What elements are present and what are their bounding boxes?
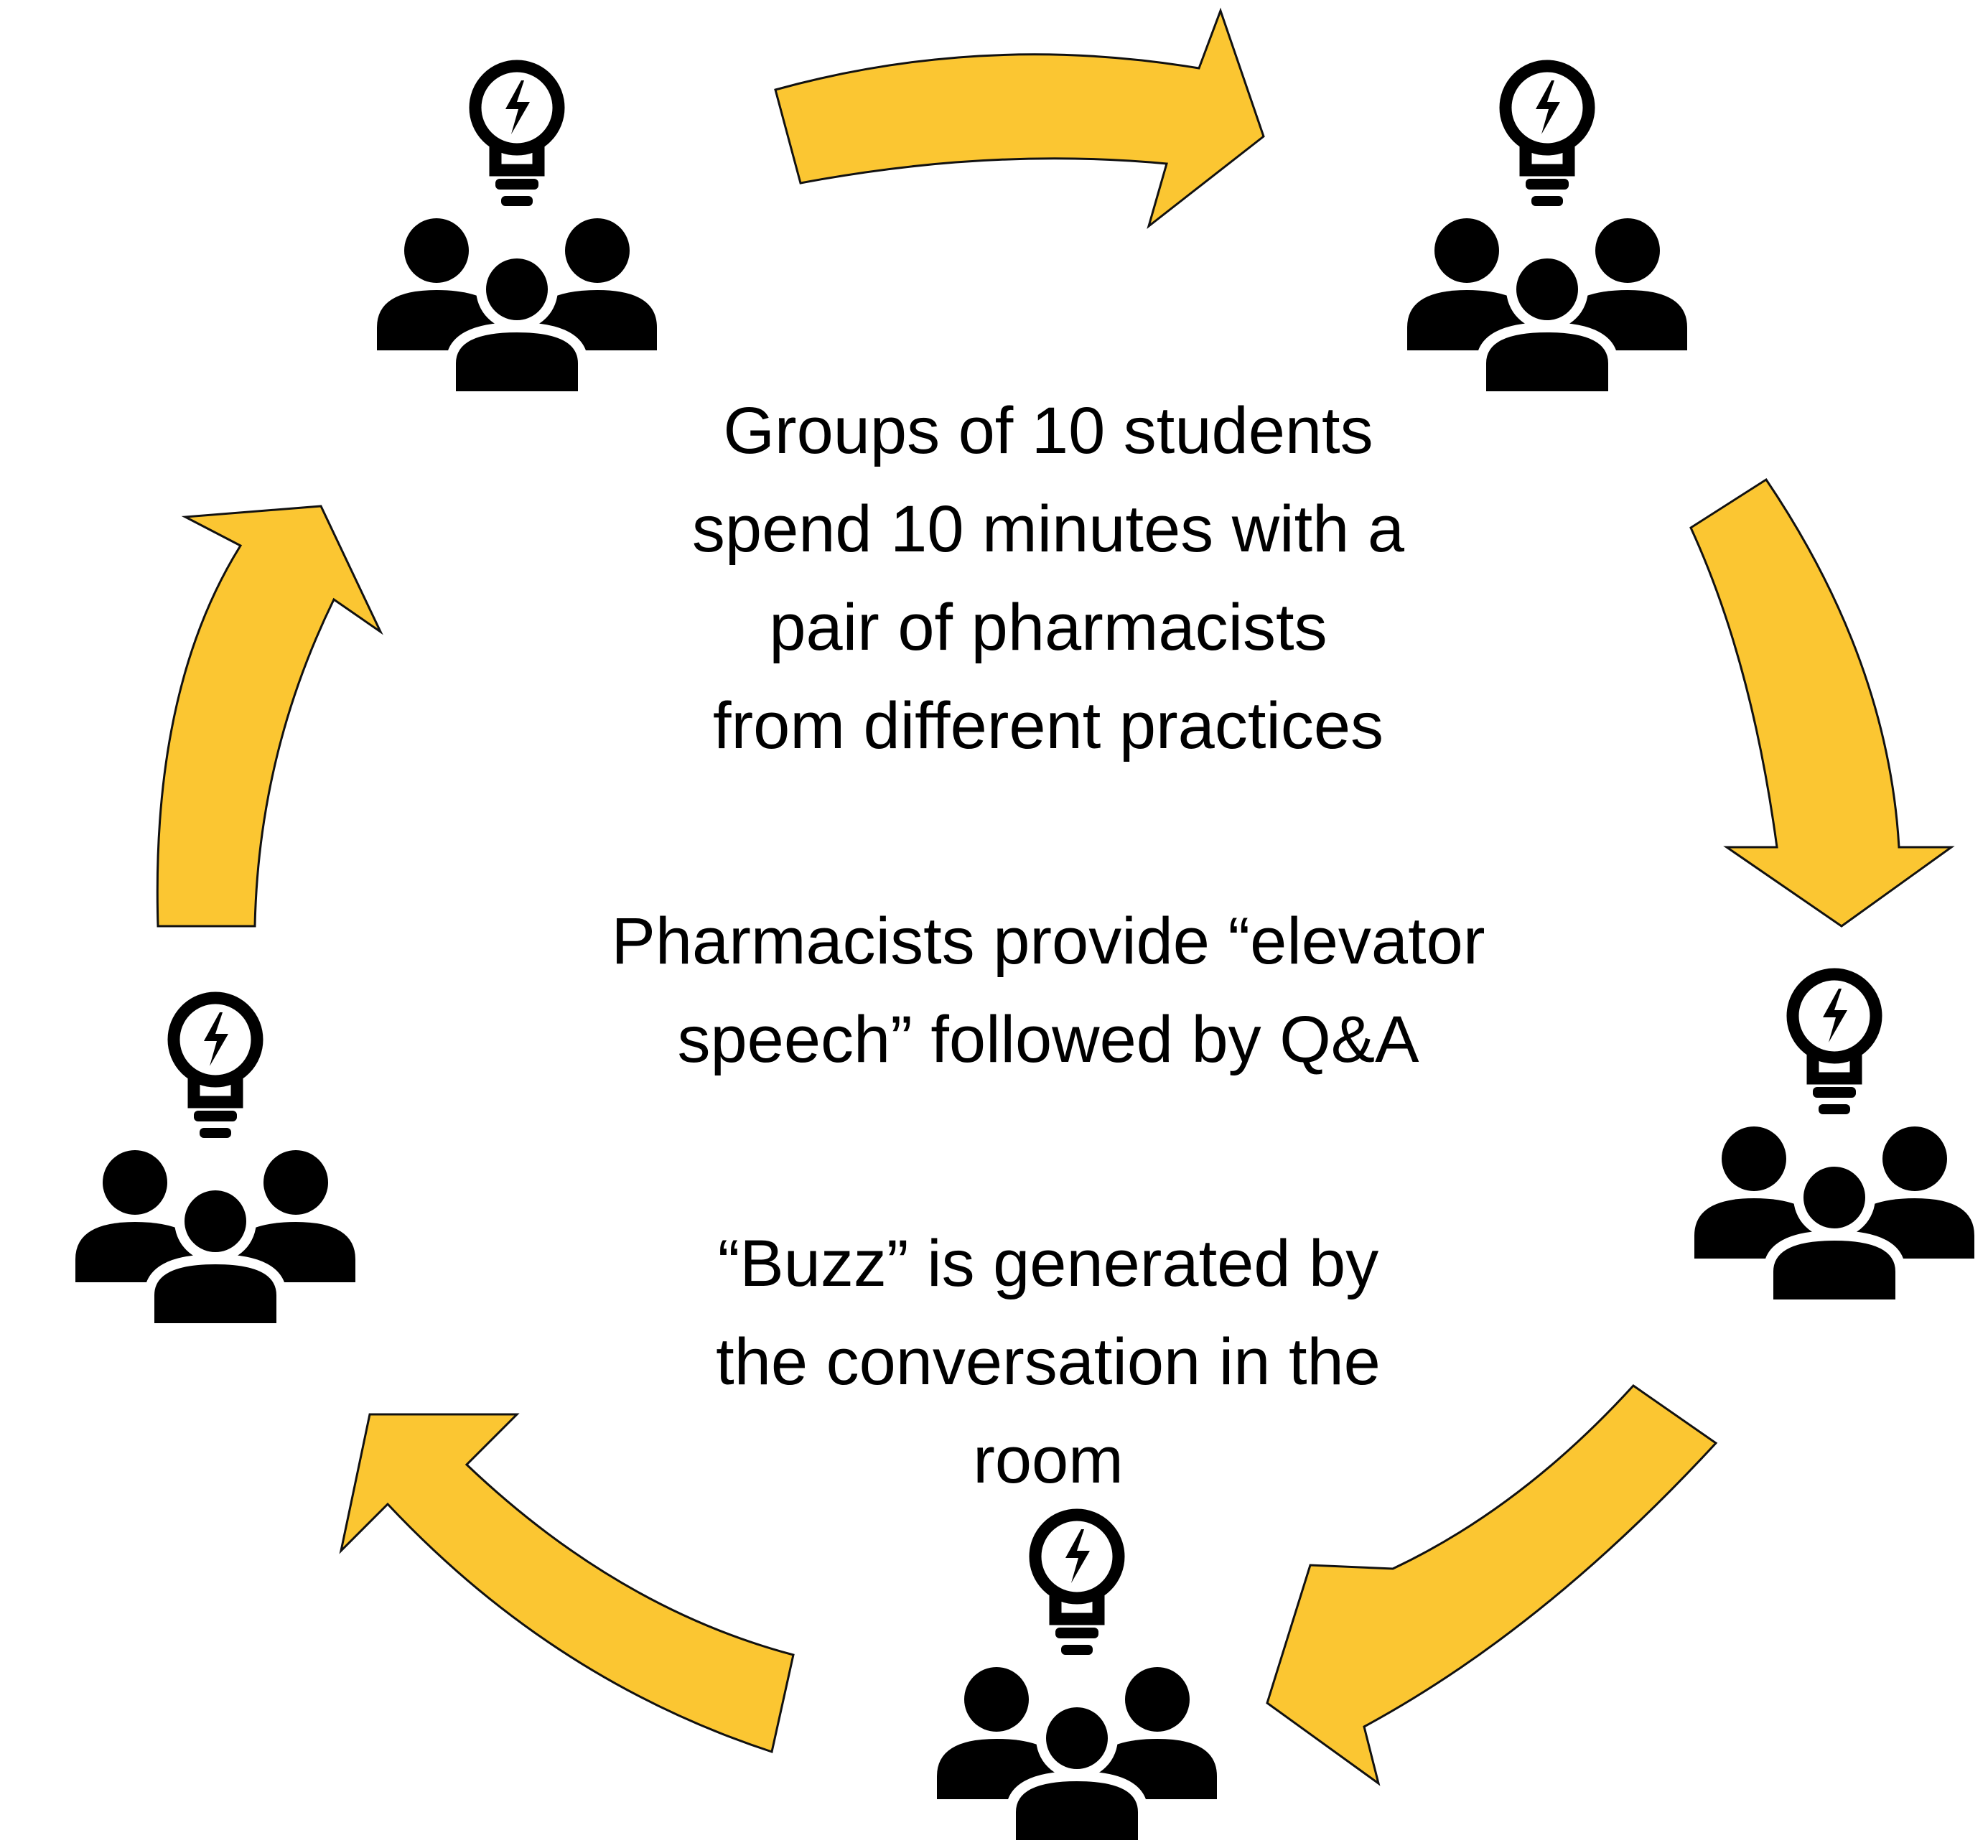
cycle-arrow-top — [774, 7, 1265, 230]
description-line: from different practices — [712, 689, 1383, 762]
group-lightbulb-icon — [937, 1515, 1217, 1845]
group-lightbulb-icon — [1694, 974, 1974, 1305]
description-line: “Buzz” is generated by — [717, 1227, 1379, 1300]
group-lightbulb-icon — [75, 998, 355, 1328]
description-block-pharmacists: Pharmacists provide “elevator speech” fo… — [402, 892, 1694, 1089]
description-line: Pharmacists provide “elevator — [611, 905, 1485, 978]
description-line: pair of pharmacists — [769, 591, 1327, 664]
group-lightbulb-icon — [1407, 66, 1687, 396]
description-line: speech” followed by Q&A — [677, 1003, 1419, 1076]
description-line: Groups of 10 students — [723, 394, 1373, 467]
description-block-groups: Groups of 10 students spend 10 minutes w… — [402, 382, 1694, 775]
description-line: spend 10 minutes with a — [691, 493, 1405, 566]
cycle-arrow-right-lower — [1266, 1384, 1718, 1786]
cycle-arrow-bottom-left — [339, 1413, 795, 1753]
group-lightbulb-icon — [377, 66, 657, 396]
description-line: the conversation in the — [716, 1325, 1381, 1399]
description-block-buzz: “Buzz” is generated by the conversation … — [402, 1215, 1694, 1510]
description-line: room — [973, 1424, 1124, 1497]
cycle-arrow-left — [156, 505, 383, 928]
cycle-arrow-right-upper — [1689, 477, 1955, 928]
